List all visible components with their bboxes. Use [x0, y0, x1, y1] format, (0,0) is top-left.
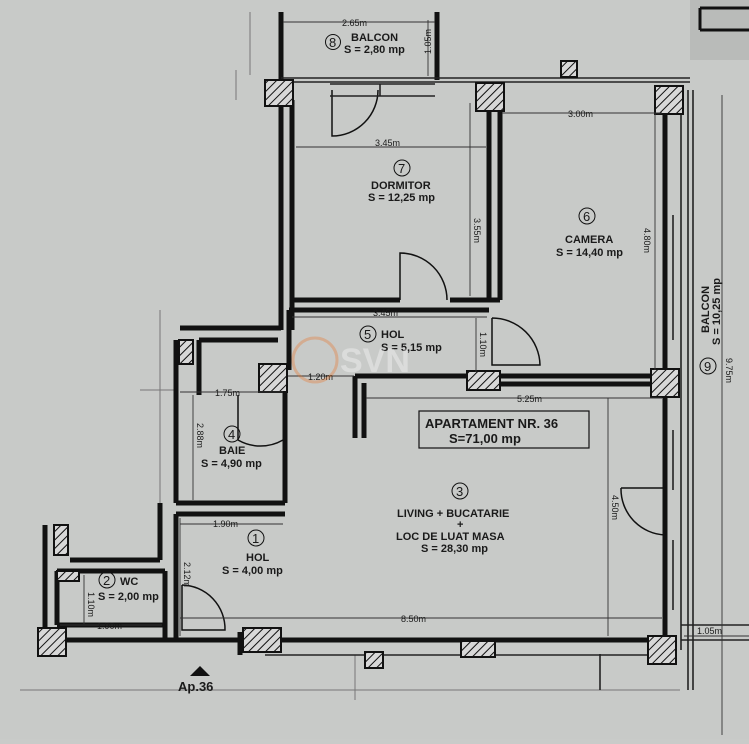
room-5-number: 5: [364, 327, 371, 342]
entrance-marker: Ap.36: [178, 666, 213, 694]
dim-hol1-depth: 2.12m: [182, 562, 192, 587]
apartment-title: APARTAMENT NR. 36: [425, 416, 558, 431]
dim-living-width: 5.25m: [517, 394, 542, 404]
room-9-area: S = 10,25 mp: [711, 278, 723, 345]
doors: [181, 89, 666, 631]
entrance-label: Ap.36: [178, 679, 213, 694]
room-3-area: S = 28,30 mp: [421, 543, 488, 555]
room-2-area: S = 2,00 mp: [98, 591, 159, 603]
room-9-name: BALCON: [700, 286, 712, 333]
room-4-number: 4: [228, 427, 235, 442]
dim-camera-width: 3.00m: [568, 109, 593, 119]
dim-camera-depth: 4.80m: [642, 228, 652, 253]
watermark-text: SVN: [340, 342, 410, 380]
dim-hol1-width: 1.90m: [213, 519, 238, 529]
room-1-name: HOL: [246, 552, 270, 564]
room-5-hol: 5 HOL S = 5,15 mp: [359, 325, 442, 354]
room-2-name: WC: [120, 576, 138, 588]
dim-balcon9-width: 1.05m: [697, 626, 722, 636]
room-3-number: 3: [456, 484, 463, 499]
room-7-dormitor: 7 DORMITOR S = 12,25 mp: [368, 159, 435, 204]
room-9-balcon: BALCON S = 10,25 mp 9: [699, 278, 723, 375]
room-1-area: S = 4,00 mp: [222, 565, 283, 577]
room-4-baie: 4 BAIE S = 4,90 mp: [201, 425, 262, 470]
room-3-name1: LIVING + BUCATARIE: [397, 508, 509, 520]
room-4-area: S = 4,90 mp: [201, 458, 262, 470]
dim-total-width: 8.50m: [401, 614, 426, 624]
room-6-name: CAMERA: [565, 234, 613, 246]
dim-balcon8-width: 2.65m: [342, 18, 367, 28]
dim-wc-width: 1.90m: [97, 621, 122, 631]
window-balcon-8: [330, 83, 435, 97]
room-6-number: 6: [583, 209, 590, 224]
dimension-lines: [60, 20, 749, 735]
dim-baie-depth: 2.88m: [195, 423, 205, 448]
dimension-labels: 2.65m 1.05m 3.45m 3.55m 3.00m 4.80m 3.45…: [86, 18, 734, 636]
apartment-total-area: S=71,00 mp: [449, 431, 521, 446]
room-5-name: HOL: [381, 329, 405, 341]
dim-baie-width: 1.75m: [215, 388, 240, 398]
dim-hol5-short: 1.20m: [308, 372, 333, 382]
structural-columns: [37, 60, 684, 669]
room-1-hol: 1 HOL S = 4,00 mp: [222, 529, 283, 577]
room-2-wc: 2 WC S = 2,00 mp: [98, 571, 159, 603]
room-8-area: S = 2,80 mp: [344, 44, 405, 56]
room-2-number: 2: [103, 573, 110, 588]
room-3-living: 3 LIVING + BUCATARIE + LOC DE LUAT MASA …: [396, 482, 509, 555]
dim-dormitor-depth: 3.55m: [472, 218, 482, 243]
dim-hol5-width: 3.45m: [373, 308, 398, 318]
room-1-number: 1: [252, 531, 259, 546]
room-5-area: S = 5,15 mp: [381, 342, 442, 354]
room-8-balcon: 1 8 BALCON S = 2,80 mp: [325, 32, 405, 56]
watermark: SVN: [291, 336, 410, 384]
room-3-name2: LOC DE LUAT MASA: [396, 531, 505, 543]
dim-living-depth: 4.50m: [610, 495, 620, 520]
dim-balcon8-depth: 1.05m: [423, 29, 433, 54]
room-7-name: DORMITOR: [371, 180, 431, 192]
corner-mark: [698, 6, 749, 32]
apartment-title-box: APARTAMENT NR. 36 S=71,00 mp: [418, 410, 590, 449]
dim-balcon9-length: 9.75m: [724, 358, 734, 383]
dim-wc-depth: 1.10m: [86, 592, 96, 617]
room-6-camera: 6 CAMERA S = 14,40 mp: [556, 207, 623, 259]
dim-dormitor-width: 3.45m: [375, 138, 400, 148]
room-8-name: BALCON: [351, 32, 398, 44]
room-8-number: 8: [329, 35, 336, 50]
room-4-name: BAIE: [219, 445, 245, 457]
room-3-plus: +: [457, 519, 463, 531]
room-6-area: S = 14,40 mp: [556, 247, 623, 259]
room-9-number: 9: [704, 359, 711, 374]
dim-hol5-depth: 1.10m: [478, 332, 488, 357]
room-7-number: 7: [398, 161, 405, 176]
room-7-area: S = 12,25 mp: [368, 192, 435, 204]
